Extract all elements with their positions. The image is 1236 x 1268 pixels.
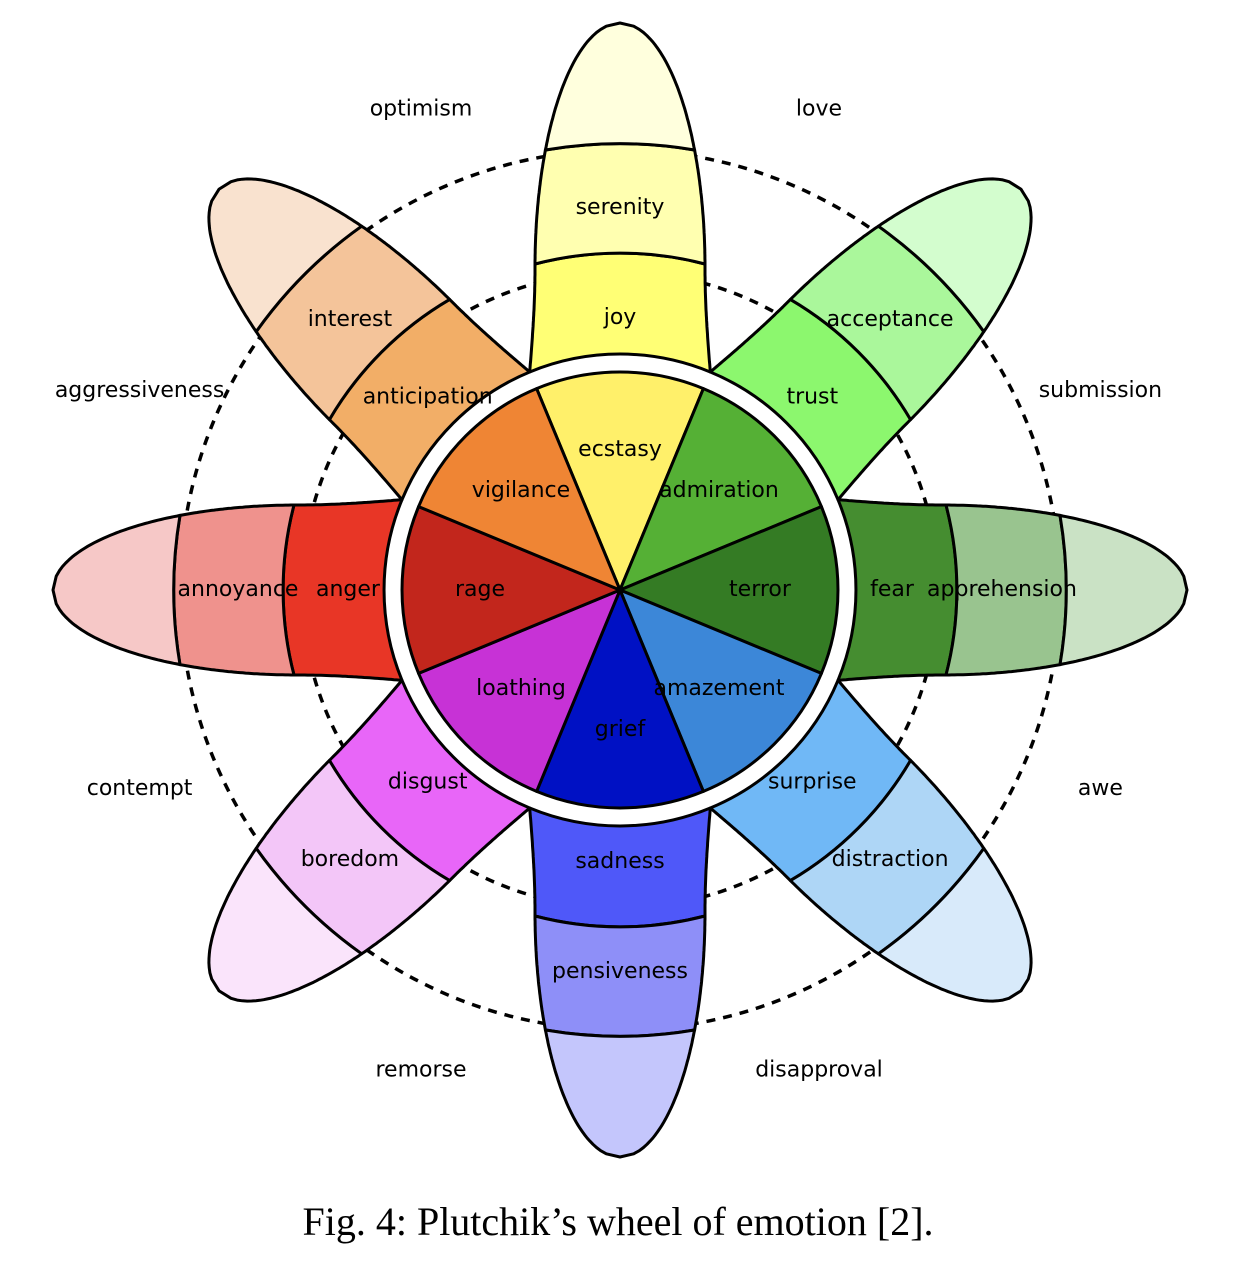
sadness-petal-core (535, 588, 705, 810)
anticipation-petal-core (417, 387, 622, 592)
dyad-label-optimism: optimism (370, 97, 473, 122)
anger-petal-primary (281, 498, 404, 682)
trust-petal-tip (876, 177, 1033, 334)
emotion-label-joy: joy (603, 305, 637, 330)
emotion-label-ecstasy: ecstasy (578, 437, 662, 462)
joy-petal-primary (528, 251, 712, 374)
dyad-label-remorse: remorse (375, 1057, 466, 1082)
emotion-label-boredom: boredom (301, 847, 399, 872)
surprise-petal-tip (876, 846, 1033, 1003)
dyad-label-aggressiveness: aggressiveness (55, 378, 225, 403)
trust-petal-core (618, 387, 823, 592)
emotion-label-grief: grief (595, 717, 647, 742)
emotion-label-annoyance: annoyance (178, 577, 299, 602)
emotion-label-loathing: loathing (476, 676, 566, 701)
emotion-label-fear: fear (870, 577, 915, 602)
emotion-label-anticipation: anticipation (363, 385, 493, 410)
anticipation-petal-primary (327, 297, 532, 502)
emotion-label-admiration: admiration (659, 478, 779, 503)
sadness-petal-tip (543, 1028, 697, 1159)
anger-petal-mild (172, 503, 296, 677)
figure-caption: Fig. 4: Plutchik’s wheel of emotion [2]. (302, 1199, 934, 1244)
emotion-label-amazement: amazement (653, 676, 784, 701)
disgust-petal-tip (207, 846, 364, 1003)
dyad-labels-group: love submission awe disapproval remorse conte… (55, 97, 1162, 1083)
emotion-label-distraction: distraction (832, 847, 949, 872)
dyad-label-love: love (796, 97, 842, 122)
fear-petal-tip (1058, 513, 1189, 667)
fear-petal-core (618, 505, 840, 675)
emotion-label-sadness: sadness (575, 849, 664, 874)
emotion-label-vigilance: vigilance (472, 478, 570, 503)
dyad-label-contempt: contempt (87, 776, 193, 801)
emotion-label-terror: terror (729, 577, 792, 602)
sadness-petal-mild (533, 914, 707, 1038)
emotion-label-pensiveness: pensiveness (552, 959, 688, 984)
emotion-label-interest: interest (308, 307, 393, 332)
emotion-wheel-diagram: ecstasy joy serenity admiration trust accepta… (51, 21, 1189, 1159)
dyad-label-disapproval: disapproval (755, 1057, 883, 1082)
disgust-petal-primary (327, 678, 532, 883)
emotion-label-trust: trust (786, 385, 838, 410)
emotion-label-disgust: disgust (388, 769, 468, 794)
surprise-petal-primary (708, 678, 913, 883)
anticipation-petal-tip (207, 177, 364, 334)
fear-petal-mild (944, 503, 1068, 677)
emotion-label-apprehension: apprehension (927, 577, 1077, 602)
trust-petal-primary (708, 297, 913, 502)
anger-petal-tip (51, 513, 182, 667)
anger-petal-core (400, 505, 622, 675)
emotion-label-anger: anger (316, 577, 381, 602)
emotion-label-surprise: surprise (768, 769, 857, 794)
emotion-label-rage: rage (455, 577, 505, 602)
emotion-labels-group: ecstasy joy serenity admiration trust accepta… (178, 195, 1077, 984)
sadness-petal-primary (528, 806, 712, 929)
emotion-label-serenity: serenity (576, 195, 665, 220)
petals-group (51, 21, 1189, 1159)
surprise-petal-core (618, 588, 823, 793)
fear-petal-primary (836, 498, 959, 682)
joy-petal-core (535, 370, 705, 592)
emotion-label-acceptance: acceptance (827, 307, 954, 332)
joy-petal-mild (533, 142, 707, 266)
disgust-petal-core (417, 588, 622, 793)
dyad-label-submission: submission (1039, 378, 1162, 403)
joy-petal-tip (543, 21, 697, 152)
dyad-label-awe: awe (1078, 776, 1123, 801)
